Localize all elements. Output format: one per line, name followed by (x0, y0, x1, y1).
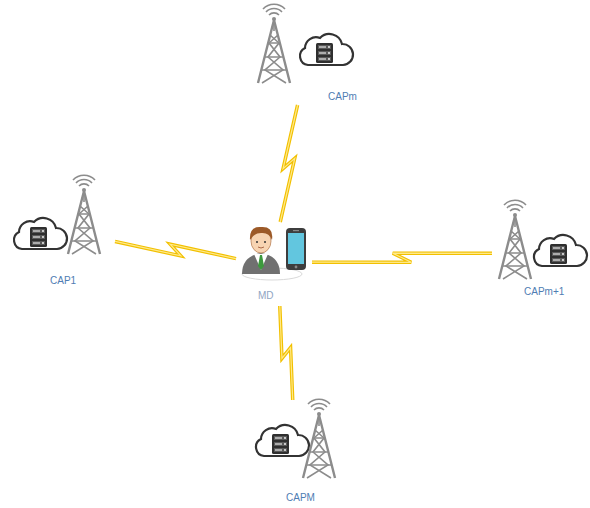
icon-part (256, 241, 258, 243)
icon-part (562, 253, 564, 255)
icon-part (263, 4, 285, 9)
lightning-bolt (280, 105, 297, 222)
icon-part (504, 200, 526, 205)
access-point-right: CAPm+1 (492, 200, 587, 302)
access-point-bottom: CAPM (250, 400, 350, 506)
icon-part (68, 175, 100, 254)
icon-part (254, 254, 268, 270)
icon-part (288, 233, 304, 264)
node-label: CAP1 (50, 275, 76, 287)
icon-part (272, 17, 276, 21)
icon-part (513, 213, 517, 217)
icon-part (266, 9, 282, 12)
icon-part (317, 412, 321, 416)
icon-part (510, 209, 520, 211)
icon-part (76, 180, 92, 183)
lightning-highlight (115, 241, 236, 258)
lightning-bolt (280, 306, 293, 400)
node-label: CAPm+1 (524, 286, 564, 298)
lightning-bolt (312, 253, 492, 262)
lightning-bolt (115, 241, 236, 258)
icon-part (269, 13, 279, 15)
node-label: CAPm (328, 91, 357, 103)
node-icon (250, 400, 350, 506)
icon-part (314, 408, 324, 410)
icon-part (68, 191, 100, 254)
icon-part (316, 43, 333, 63)
wireless-link (115, 241, 236, 258)
access-point-top: CAPm (250, 5, 360, 105)
mobile-device-user: MD (236, 222, 312, 306)
icon-part (300, 34, 353, 65)
icon-part (308, 399, 330, 404)
icon-part (303, 399, 335, 478)
icon-part (534, 235, 587, 266)
node-label: MD (258, 290, 274, 302)
icon-part (503, 231, 527, 279)
icon-part (562, 247, 564, 249)
icon-part (303, 415, 335, 478)
icon-part (258, 20, 290, 83)
icon-part (550, 244, 567, 264)
icon-part (79, 184, 89, 186)
icon-part (250, 227, 272, 240)
node-icon (250, 5, 360, 105)
icon-part (42, 242, 44, 244)
node-label: CAPM (286, 492, 315, 504)
icon-part (328, 46, 330, 48)
icon-part (256, 425, 309, 456)
icon-part (300, 34, 353, 65)
icon-part (258, 4, 290, 83)
icon-part (311, 404, 327, 407)
lightning-highlight (280, 105, 297, 222)
lightning-highlight (312, 253, 492, 262)
icon-part (42, 230, 44, 232)
icon-part (42, 236, 44, 238)
icon-part (258, 247, 264, 248)
icon-part (82, 188, 86, 192)
icon-part (258, 255, 264, 270)
icon-part (293, 230, 299, 231)
icon-part (286, 228, 306, 270)
icon-part (328, 52, 330, 54)
icon-part (264, 241, 266, 243)
icon-part (295, 266, 298, 269)
lightning-highlight (280, 306, 293, 400)
icon-part (272, 434, 289, 454)
icon-part (73, 175, 95, 180)
icon-part (284, 449, 286, 451)
icon-part (499, 216, 531, 279)
icon-part (30, 227, 47, 247)
icon-part (14, 218, 67, 249)
icon-part (319, 47, 326, 59)
wireless-link (280, 306, 293, 400)
icon-part (507, 205, 523, 208)
icon-part (553, 248, 560, 260)
icon-part (33, 231, 40, 243)
wireless-link (312, 253, 492, 262)
icon-part (72, 206, 96, 254)
icon-part (242, 253, 280, 274)
icon-part (262, 35, 286, 83)
icon-part (307, 430, 331, 478)
icon-part (284, 437, 286, 439)
icon-part (286, 228, 306, 270)
icon-part (499, 200, 531, 279)
icon-part (284, 443, 286, 445)
icon-part (275, 438, 282, 450)
icon-part (256, 425, 309, 456)
access-point-left: CAP1 (10, 175, 115, 293)
node-icon (236, 222, 312, 306)
icon-part (14, 218, 67, 249)
icon-part (534, 235, 587, 266)
icon-part (328, 58, 330, 60)
icon-part (562, 259, 564, 261)
wireless-link (280, 105, 297, 222)
